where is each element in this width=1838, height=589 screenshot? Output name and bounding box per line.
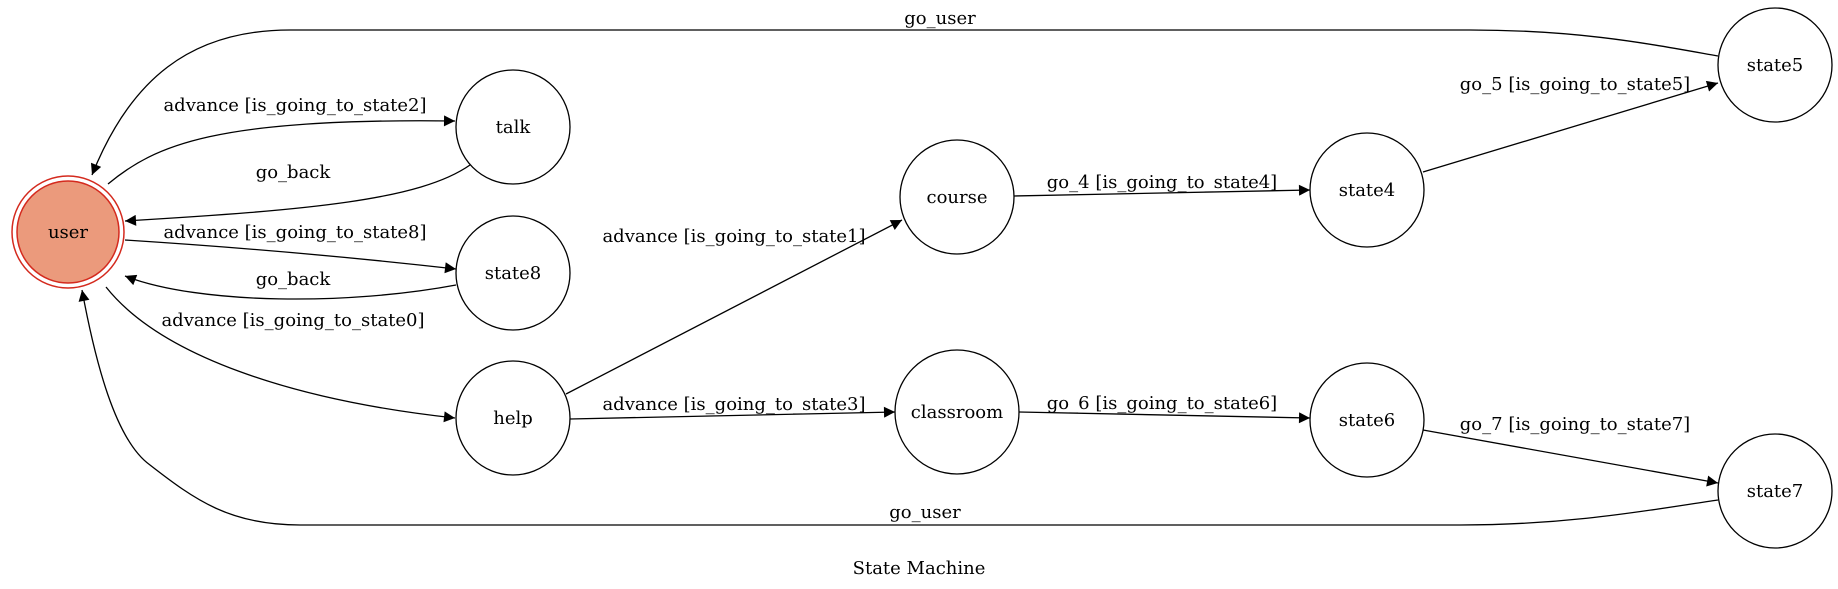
node-circle [455,69,571,185]
node-label: classroom [911,402,1003,423]
node-state6: state6 [1309,362,1425,478]
node-circle [1717,7,1833,123]
node-label: user [48,222,88,243]
node-help: help [455,360,571,476]
edge-help-classroom [569,406,896,420]
node-state8: state8 [455,215,571,331]
node-circle [894,349,1020,475]
node-state5: state5 [1717,7,1833,123]
node-label: state7 [1747,481,1804,502]
node-talk: talk [455,69,571,185]
edge-state6-state7 [1422,429,1719,487]
node-label: state5 [1747,55,1804,76]
edge-course-state4 [1013,184,1311,197]
edge-label-user-talk: advance [is_going_to_state2] [163,95,426,116]
node-classroom: classroom [894,349,1020,475]
edge-help-course [565,219,903,395]
edge-label-user-state8: advance [is_going_to_state8] [163,222,426,243]
edge-label-user-help: advance [is_going_to_state0] [161,310,424,331]
node-circle [1309,132,1425,248]
edge-label-course-state4: go_4 [is_going_to_state4] [1047,172,1277,193]
edge-label-state4-state5: go_5 [is_going_to_state5] [1460,74,1690,95]
edge-state7-user [78,289,1719,526]
edge-user-state8 [124,239,457,274]
node-course: course [899,139,1015,255]
edge-state4-state5 [1422,80,1719,173]
node-label: course [926,187,987,208]
edge-state8-user [124,274,457,300]
node-circle [1309,362,1425,478]
node-label: state4 [1339,180,1396,201]
edge-talk-user [124,164,471,226]
node-state7: state7 [1717,433,1833,549]
node-label: state6 [1339,410,1396,431]
node-label: help [493,408,533,429]
edge-label-classroom-state6: go_6 [is_going_to_state6] [1047,393,1277,414]
node-state4: state4 [1309,132,1425,248]
edges-layer [78,29,1719,526]
nodes-layer: user talk state8 help course classroom state4 s… [11,7,1833,549]
node-circle [455,360,571,476]
edge-label-help-course: advance [is_going_to_state1] [602,226,865,247]
edge-label-state5-user: go_user [904,8,976,29]
edge-classroom-state6 [1018,411,1311,424]
node-outer-ring [11,175,125,289]
diagram-caption: State Machine [853,558,986,579]
edge-label-help-classroom: advance [is_going_to_state3] [602,394,865,415]
node-user: user [11,175,125,289]
edge-state5-user [90,29,1719,176]
node-label: state8 [485,263,542,284]
edge-label-state6-state7: go_7 [is_going_to_state7] [1460,414,1690,435]
node-circle [899,139,1015,255]
node-circle [455,215,571,331]
node-circle [16,180,120,284]
node-label: talk [496,117,532,138]
edge-label-state8-user: go_back [256,269,332,290]
edge-label-state7-user: go_user [889,502,961,523]
edge-labels-layer: advance [is_going_to_state2]go_backadvan… [161,8,1690,523]
edge-user-talk [107,115,456,185]
edge-label-talk-user: go_back [256,162,332,183]
edge-user-help [105,286,456,423]
node-circle [1717,433,1833,549]
